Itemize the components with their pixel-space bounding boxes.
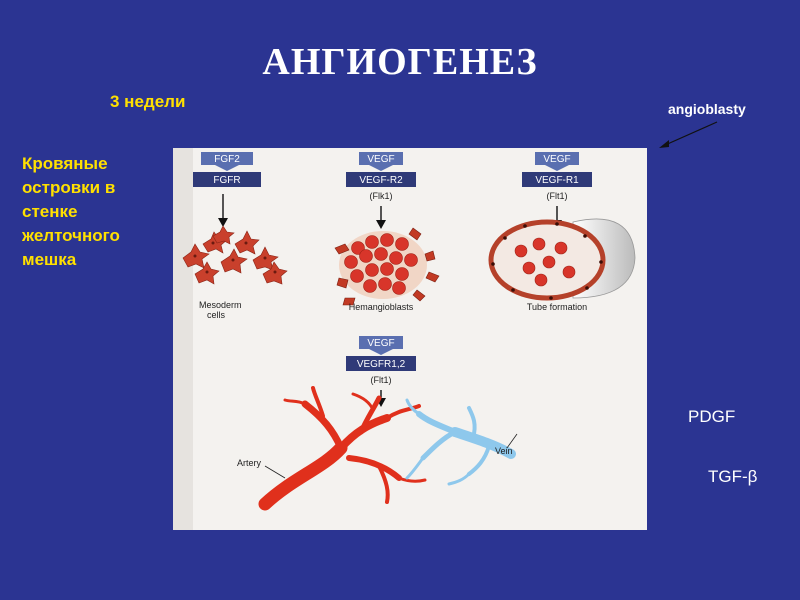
step2-receptor: VEGF-R2 <box>359 175 403 186</box>
tgf-beta-label: TGF-β <box>708 467 757 487</box>
step2-caption: Hemangioblasts <box>349 302 414 312</box>
slide-title: АНГИОГЕНЕЗ <box>0 40 800 84</box>
step3-receptor-alias: (Flt1) <box>547 191 568 201</box>
step1-caption-line2: cells <box>207 310 226 320</box>
angioblasty-label: angioblasty <box>668 101 746 117</box>
step3-ligand: VEGF <box>543 154 570 165</box>
artery-label: Artery <box>237 458 262 468</box>
blood-islands-label: Кровяные островки в стенке желточного ме… <box>22 152 162 272</box>
step2-ligand: VEGF <box>367 154 394 165</box>
step1-caption-line1: Mesoderm <box>199 300 242 310</box>
vein-label: Vein <box>495 446 513 456</box>
step3-caption: Tube formation <box>527 302 587 312</box>
angiogenesis-figure: FGF2 FGFR Mesoderm cells VEGF VEGF-R2 (F… <box>173 148 647 530</box>
step4-ligand: VEGF <box>367 338 394 349</box>
angioblasty-arrow <box>655 118 725 152</box>
weeks-label: 3 недели <box>110 92 185 112</box>
step3-receptor: VEGF-R1 <box>535 175 579 186</box>
step2-receptor-alias: (Flk1) <box>370 191 393 201</box>
step4-receptor: VEGFR1,2 <box>357 359 406 370</box>
tube-formation <box>491 219 635 300</box>
pdgf-label: PDGF <box>688 407 735 427</box>
step1-receptor: FGFR <box>213 175 240 186</box>
step4-receptor-alias: (Flt1) <box>371 375 392 385</box>
step1-ligand: FGF2 <box>214 154 240 165</box>
